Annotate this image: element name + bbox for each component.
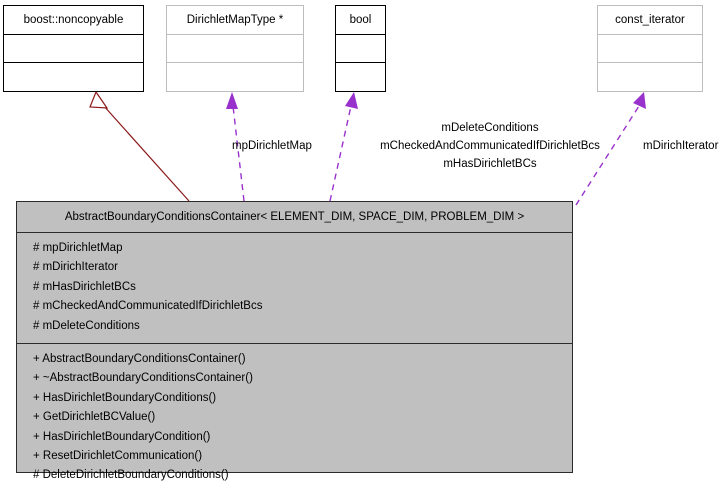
node-const-iterator-operations: [598, 63, 702, 91]
focus-class-attributes: # mpDirichletMap # mDirichIterator # mHa…: [17, 233, 572, 345]
node-boost-noncopyable-attributes: [4, 35, 143, 63]
node-bool-operations: [336, 63, 385, 91]
operation-item: + ~AbstractBoundaryConditionsContainer(): [33, 372, 253, 385]
diagram-canvas: boost::noncopyable DirichletMapType * bo…: [3, 5, 719, 481]
node-bool[interactable]: bool: [335, 5, 386, 92]
attribute-item: # mDeleteConditions: [33, 319, 140, 332]
operation-item: + HasDirichletBoundaryCondition(): [33, 430, 211, 443]
node-dirichlet-map-type-title: DirichletMapType *: [167, 6, 303, 35]
node-abstract-boundary-conditions-container[interactable]: AbstractBoundaryConditionsContainer< ELE…: [16, 201, 573, 481]
node-dirichlet-map-type-operations: [167, 63, 303, 91]
node-bool-attributes: [336, 35, 385, 63]
edge-label-bool-members-line1: mDeleteConditions: [441, 122, 539, 134]
focus-class-title: AbstractBoundaryConditionsContainer< ELE…: [17, 202, 572, 233]
edge-label-m-dirich-iterator: mDirichIterator: [643, 140, 719, 152]
attribute-item: # mpDirichletMap: [33, 242, 123, 254]
node-dirichlet-map-type-attributes: [167, 35, 303, 63]
node-boost-noncopyable-operations: [4, 63, 143, 91]
node-boost-noncopyable-title: boost::noncopyable: [4, 6, 143, 35]
operation-item: # DeleteDirichletBoundaryConditions(): [33, 469, 229, 482]
focus-class-operations: + AbstractBoundaryConditionsContainer() …: [17, 344, 572, 493]
edge-label-bool-members-line3: mHasDirichletBCs: [443, 158, 537, 170]
operation-item: + HasDirichletBoundaryConditions(): [33, 391, 217, 404]
operation-item: + ResetDirichletCommunication(): [33, 450, 203, 463]
operation-item: + AbstractBoundaryConditionsContainer(): [33, 353, 246, 366]
node-const-iterator-title: const_iterator: [598, 6, 702, 35]
node-bool-title: bool: [336, 6, 385, 35]
attribute-item: # mHasDirichletBCs: [33, 280, 136, 293]
attribute-item: # mDirichIterator: [33, 261, 118, 274]
node-const-iterator-attributes: [598, 35, 702, 63]
node-const-iterator[interactable]: const_iterator: [597, 5, 703, 92]
node-boost-noncopyable[interactable]: boost::noncopyable: [3, 5, 144, 92]
edge-label-mp-dirichlet-map: mpDirichletMap: [232, 140, 312, 152]
attribute-item: # mCheckedAndCommunicatedIfDirichletBcs: [33, 300, 263, 313]
operation-item: + GetDirichletBCValue(): [33, 411, 156, 424]
node-dirichlet-map-type[interactable]: DirichletMapType *: [166, 5, 304, 92]
edge-inheritance-boost-noncopyable: [89, 90, 190, 202]
edge-label-bool-members-line2: mCheckedAndCommunicatedIfDirichletBcs: [380, 140, 600, 152]
